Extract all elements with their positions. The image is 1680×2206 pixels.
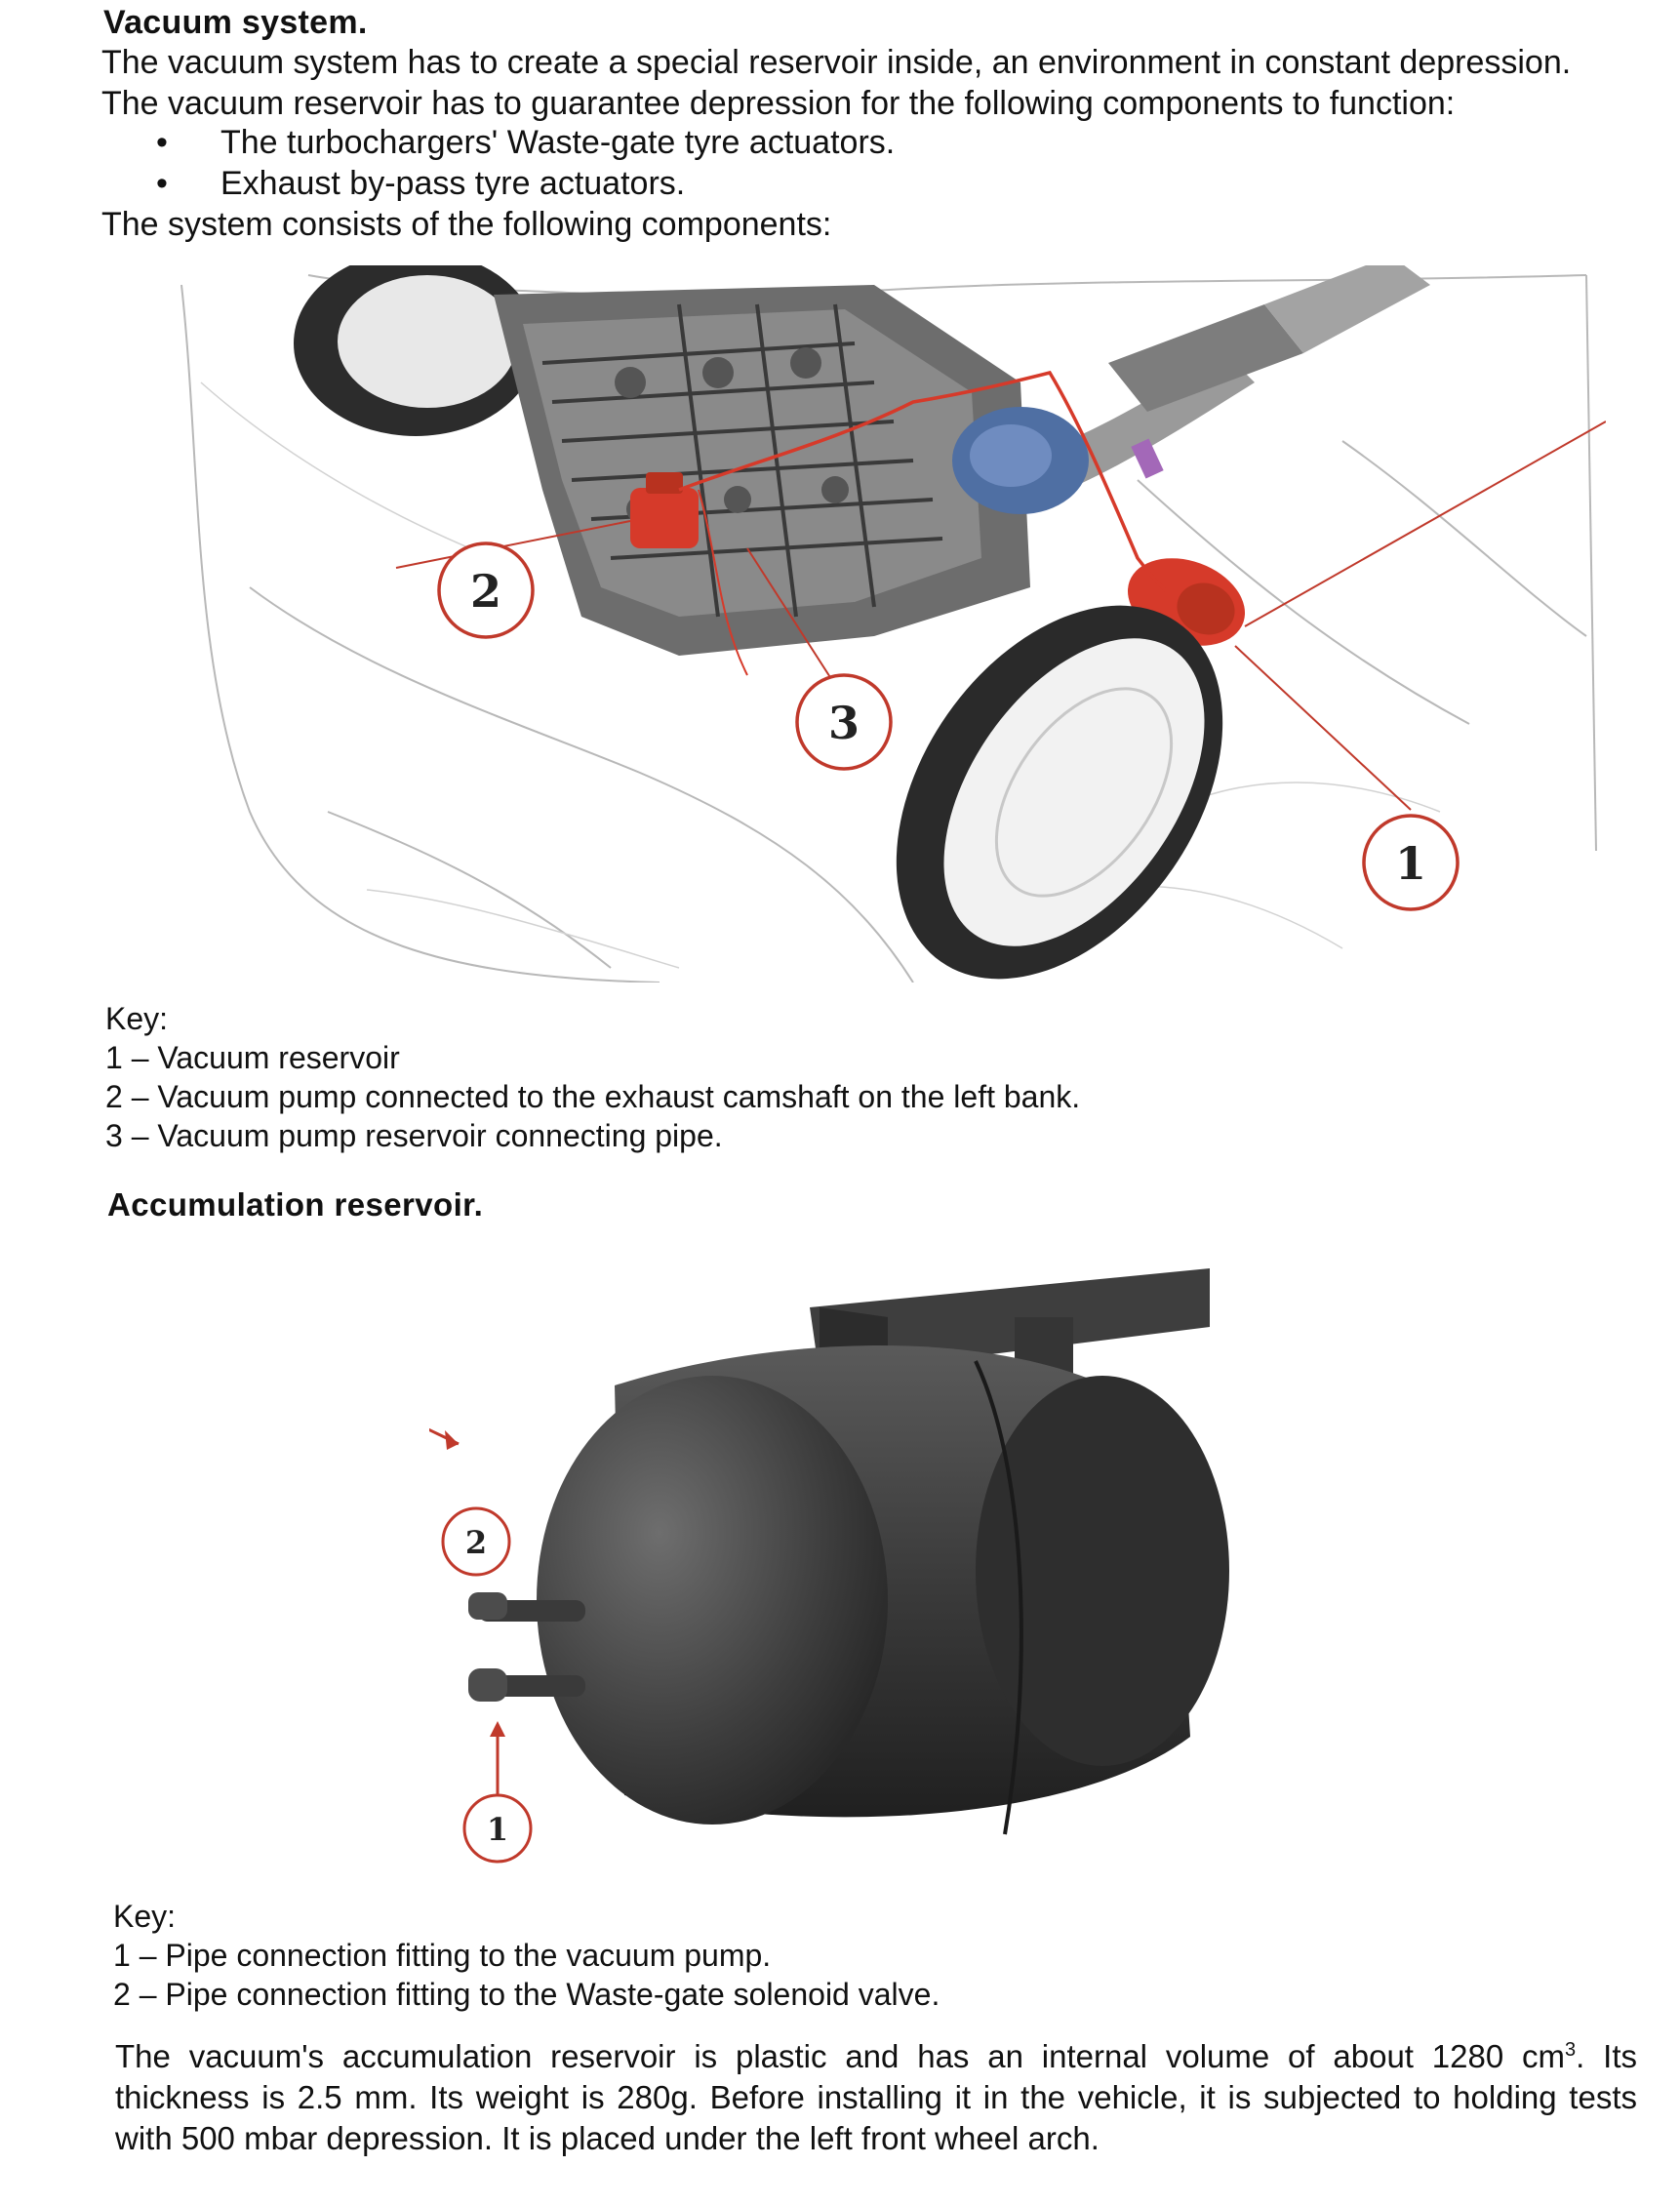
closing-text-2: . Its thickness is 2.5 mm. Its weight is… [115,2038,1637,2156]
intro-line-1: The vacuum system has to create a specia… [101,44,1572,81]
callout-2: 2 [441,1506,511,1577]
callout-2: 2 [437,541,535,639]
vehicle-illustration: 1 2 3 [180,251,1607,983]
closing-text-1: The vacuum's accumulation reservoir is p… [115,2038,1566,2074]
section-heading: Accumulation reservoir. [107,1186,484,1223]
vehicle-vacuum-system-figure: 1 2 3 [172,251,1607,983]
callout-2-label: 2 [465,1524,487,1561]
key-item: 1 – Pipe connection fitting to the vacuu… [113,1938,772,1973]
key-item: 1 – Vacuum reservoir [105,1040,400,1075]
bullet-mark: • [156,124,168,161]
front-wheel [896,605,1223,980]
bullet-mark: • [156,165,168,202]
callout-1-label: 1 [1395,837,1426,890]
fitting-vacuum-pump [468,1668,585,1702]
key-title: Key: [105,1001,169,1036]
callout-1: 1 [1362,814,1460,911]
superscript-3: 3 [1565,2039,1577,2061]
bullet-text: Exhaust by-pass tyre actuators. [220,165,686,202]
accumulation-reservoir-figure: 2 1 [369,1249,1288,1893]
bullet-text: The turbochargers' Waste-gate tyre actua… [220,124,896,161]
fitting-waste-gate [468,1592,585,1622]
intro-line-2: The vacuum reservoir has to guarantee de… [101,85,1456,122]
intro-line-3: The system consists of the following com… [101,206,832,243]
closing-paragraph: The vacuum's accumulation reservoir is p… [115,2029,1637,2159]
key-item: 3 – Vacuum pump reservoir connecting pip… [105,1118,723,1153]
vacuum-pump-component [630,472,699,548]
callout-1: 1 [462,1793,533,1864]
reservoir-illustration: 2 1 [369,1268,1229,1864]
callout-3-label: 3 [828,697,860,749]
figure1-key: Key: 1 – Vacuum reservoir 2 – Vacuum pum… [105,999,1080,1155]
page-title: Vacuum system. [103,4,368,41]
key-item: 2 – Pipe connection fitting to the Waste… [113,1977,940,2012]
callout-2-label: 2 [470,565,501,618]
figure2-key: Key: 1 – Pipe connection fitting to the … [113,1897,940,2014]
key-item: 2 – Vacuum pump connected to the exhaust… [105,1079,1081,1114]
callout-1-label: 1 [487,1811,508,1848]
callout-3: 3 [795,673,893,771]
key-title: Key: [113,1899,177,1934]
